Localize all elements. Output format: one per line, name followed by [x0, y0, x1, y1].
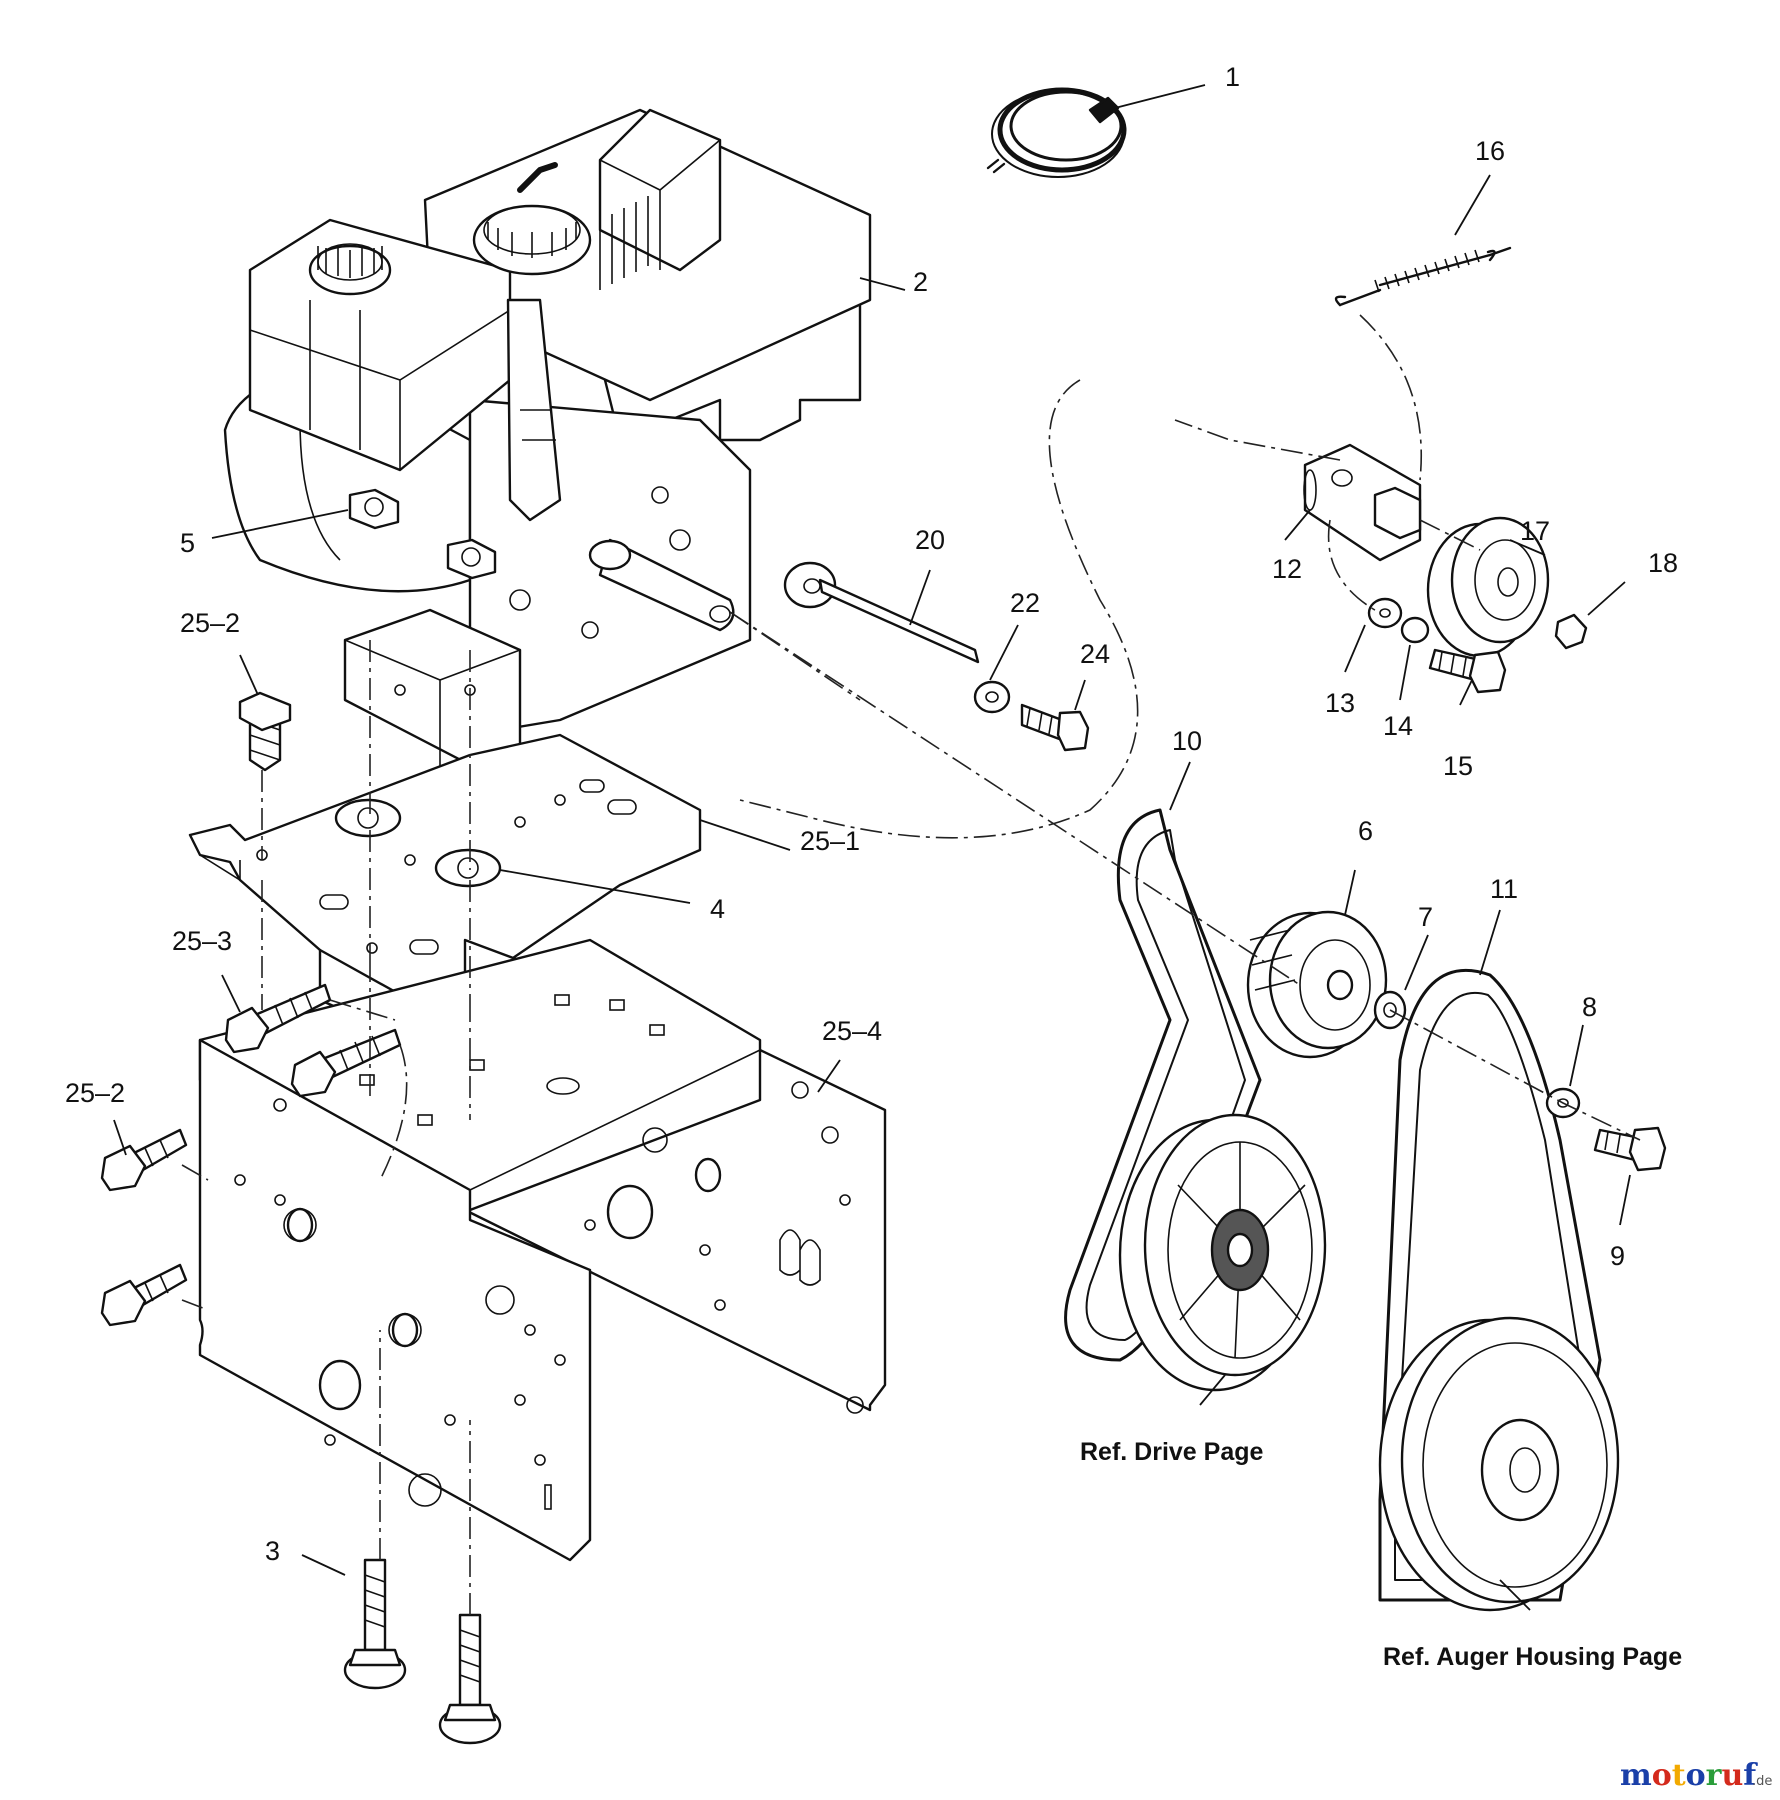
callout-7: 7 — [1418, 902, 1433, 932]
callout-22: 22 — [1010, 588, 1040, 618]
callout-25-4: 25–4 — [822, 1016, 882, 1046]
auger-pulley — [1378, 1316, 1620, 1612]
callout-8: 8 — [1582, 992, 1597, 1022]
callout-25-3: 25–3 — [172, 926, 232, 956]
callout-25-2-top: 25–2 — [180, 608, 240, 638]
callout-13: 13 — [1325, 688, 1355, 718]
assembly-lines — [181, 314, 1641, 1615]
bolt-25-2-top — [238, 691, 292, 772]
part-16-spring — [1334, 246, 1512, 307]
part-25-4-frame — [198, 938, 887, 1562]
callout-11: 11 — [1490, 874, 1518, 904]
part-13-14-15-hardware — [1367, 597, 1507, 694]
callout-9: 9 — [1610, 1241, 1625, 1271]
callout-14: 14 — [1383, 711, 1413, 741]
part-2-engine — [223, 108, 872, 772]
callout-1: 1 — [1225, 62, 1240, 92]
bolt-25-2-frame-upper — [100, 1128, 188, 1192]
ref-auger-housing-page: Ref. Auger Housing Page — [1383, 1643, 1682, 1671]
callout-5: 5 — [180, 528, 195, 558]
callout-25-1: 25–1 — [800, 826, 860, 856]
callout-3: 3 — [265, 1536, 280, 1566]
callout-15: 15 — [1443, 751, 1473, 781]
callout-2: 2 — [913, 267, 928, 297]
part-12-idler-bracket — [1303, 443, 1422, 562]
callout-6: 6 — [1358, 816, 1373, 846]
part-8-9-hardware — [1545, 1087, 1667, 1172]
bolt-3b — [438, 1613, 502, 1745]
bolt-25-3a — [224, 983, 332, 1054]
callout-labels: 1 2 5 25–2 25–1 4 25–3 25–4 25–2 3 20 22… — [65, 62, 1678, 1566]
svg-text:motoruf: motoruf — [1620, 1758, 1758, 1793]
bolt-25-3b — [290, 1028, 402, 1098]
bolt-3a — [343, 1558, 407, 1690]
callout-25-2-frame: 25–2 — [65, 1078, 125, 1108]
part-25-1-mount-plate — [188, 733, 702, 1042]
watermark-suffix: .de — [1752, 1774, 1772, 1789]
part-11-auger-belt — [1378, 969, 1602, 1602]
callout-4: 4 — [710, 894, 725, 924]
ref-drive-page: Ref. Drive Page — [1080, 1438, 1264, 1466]
callout-17: 17 — [1520, 516, 1550, 546]
part-6-engine-pulley — [1246, 910, 1407, 1059]
part-20-22-24-shaft-hardware — [783, 561, 1090, 752]
callout-12: 12 — [1272, 554, 1302, 584]
bolt-25-2-frame-lower — [100, 1263, 188, 1327]
part-1-cord — [986, 87, 1127, 178]
leader-lines — [113, 84, 1631, 1611]
callout-24: 24 — [1080, 639, 1110, 669]
callout-20: 20 — [915, 525, 945, 555]
callout-16: 16 — [1475, 136, 1505, 166]
watermark-logo: motoruf .de — [1620, 1758, 1772, 1793]
callout-10: 10 — [1172, 726, 1202, 756]
callout-18: 18 — [1648, 548, 1678, 578]
drive-pulley — [1118, 1113, 1327, 1392]
part-17-idler-pulley — [1426, 516, 1588, 658]
